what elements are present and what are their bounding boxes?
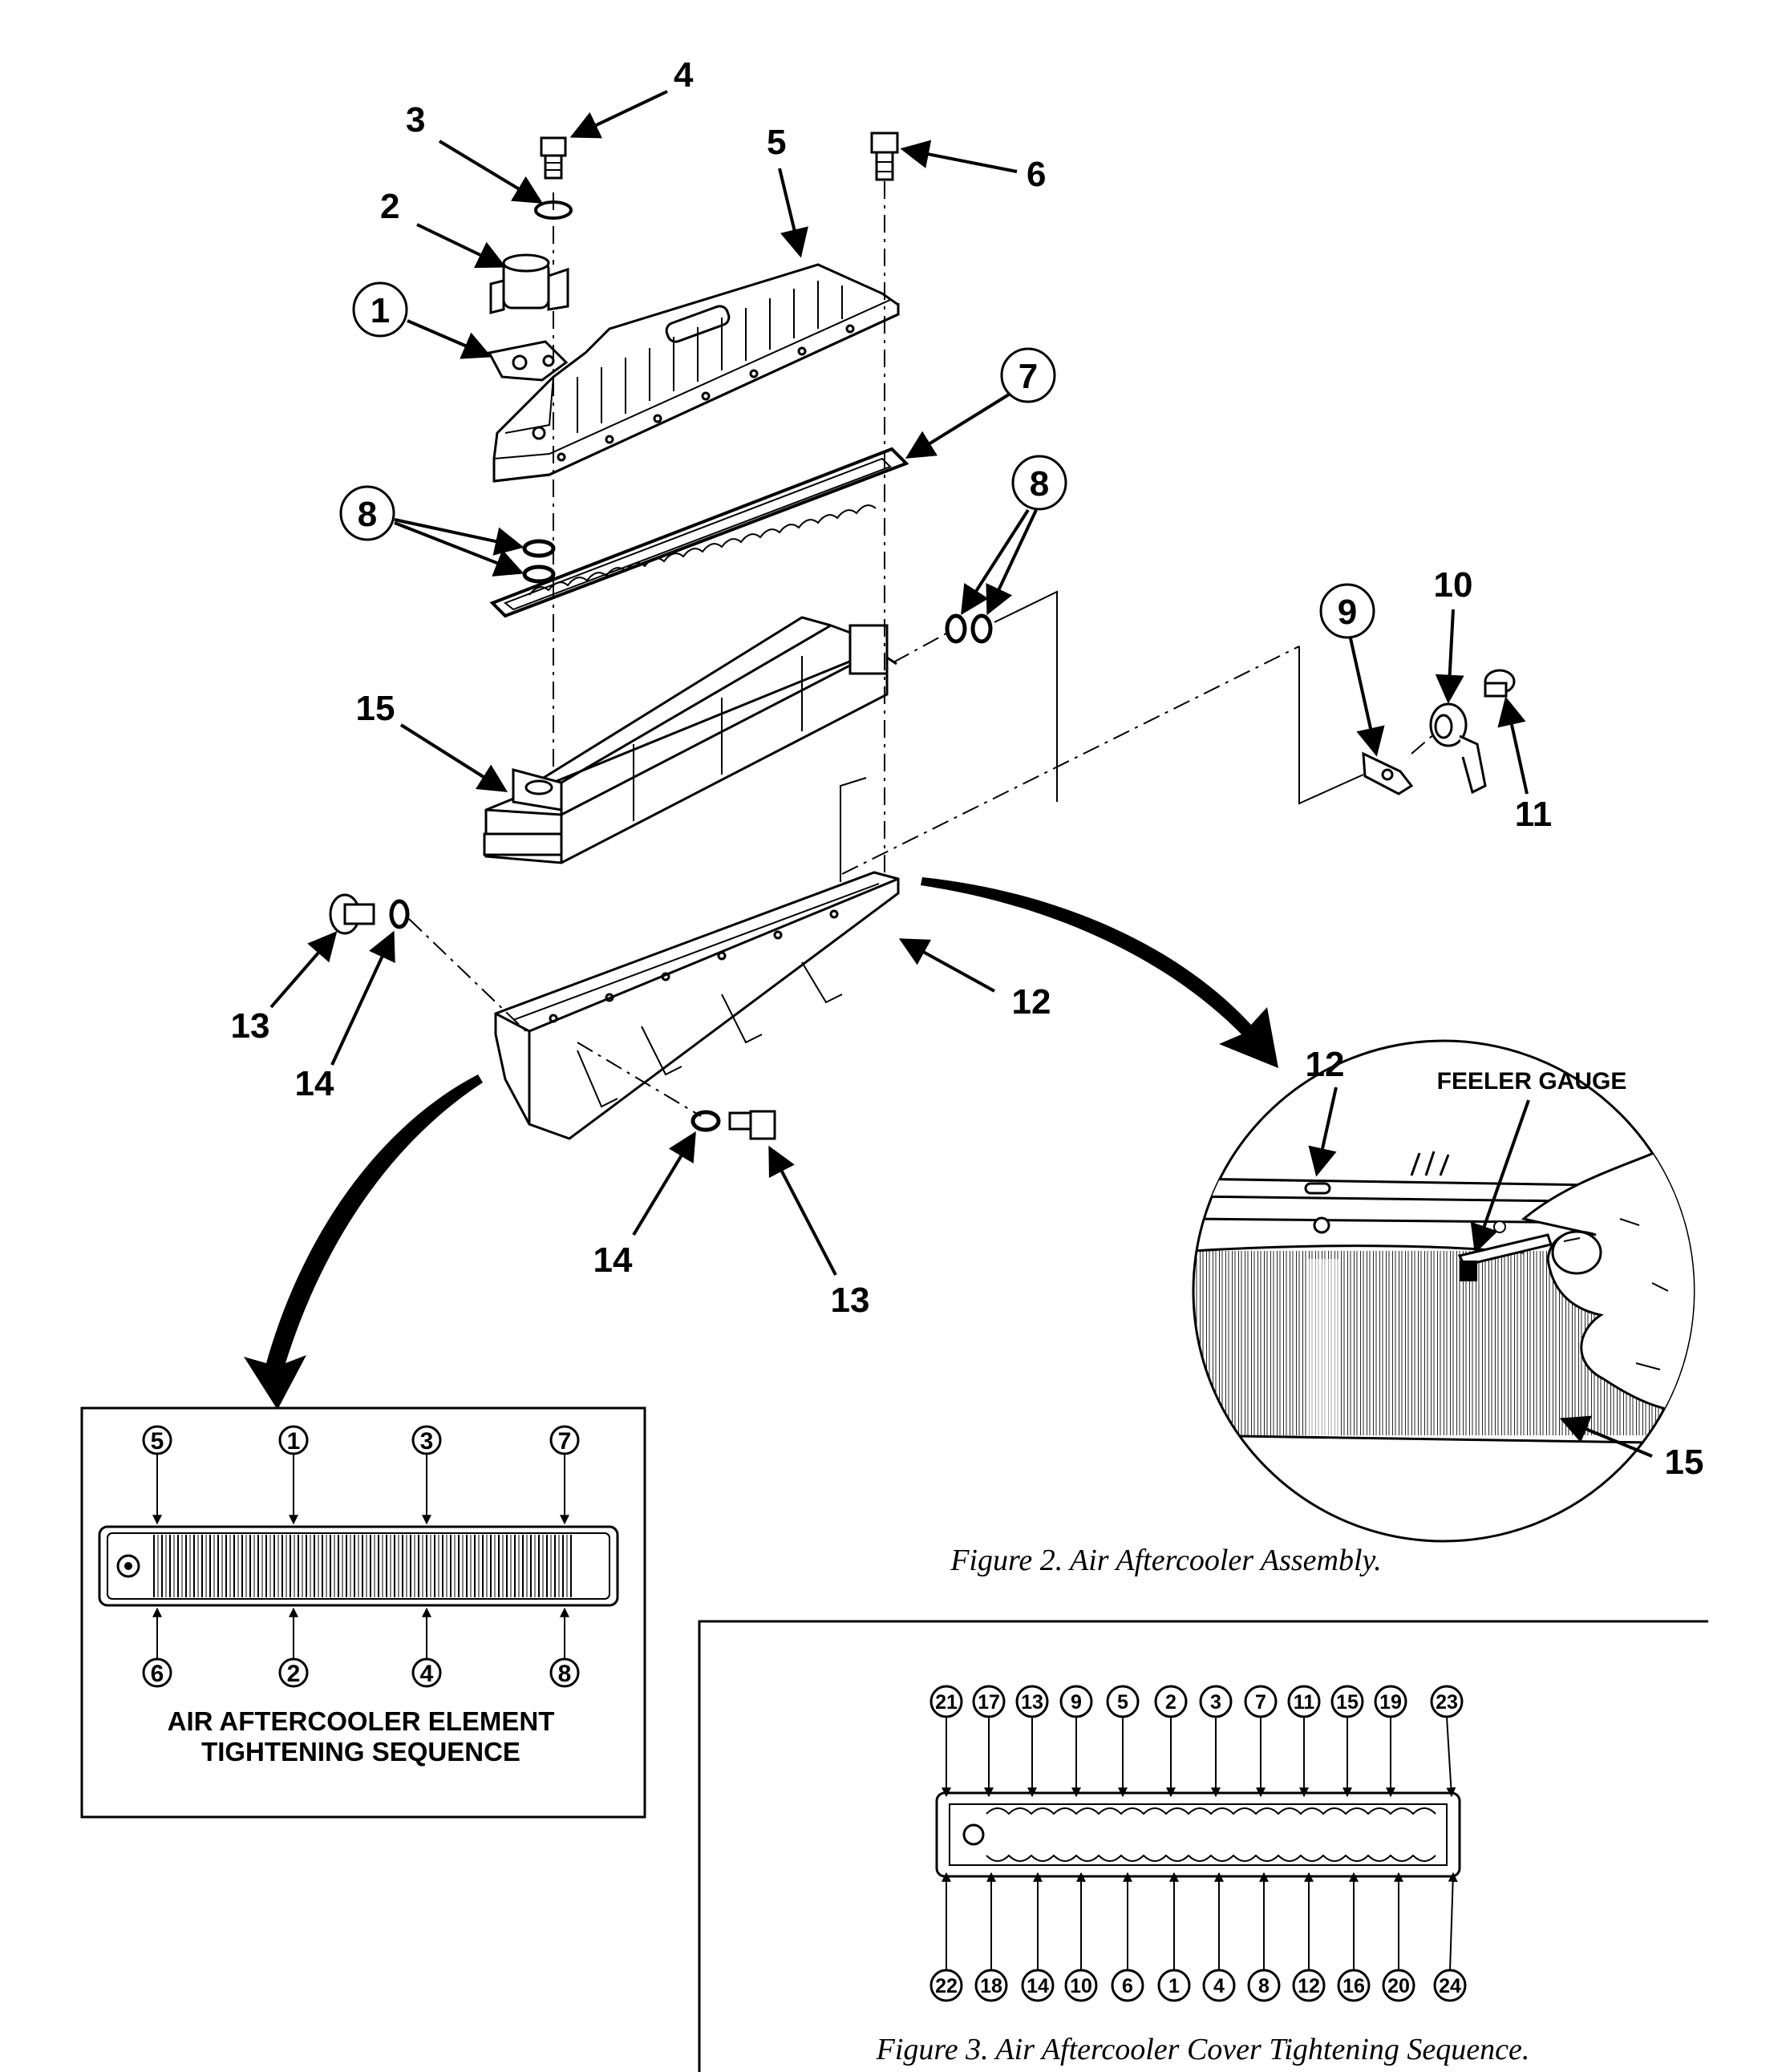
bolt-part-13-bottom bbox=[728, 1110, 776, 1140]
seal-part-8-right-a bbox=[945, 613, 967, 644]
callouts: 4 3 5 6 2 1 7 8 8 9 10 bbox=[231, 55, 1553, 1320]
callout-4: 4 bbox=[674, 55, 694, 95]
cover-sequence-bottom: 22 18 14 10 6 1 4 8 12 bbox=[929, 1872, 1467, 2002]
callout-3: 3 bbox=[406, 100, 425, 140]
seal-part-8-right-b bbox=[970, 613, 993, 644]
callout-11: 11 bbox=[1515, 795, 1553, 834]
element-part-15 bbox=[483, 616, 897, 864]
cover-seq-bottom-8: 8 bbox=[1258, 1975, 1270, 1997]
cover-seq-bottom-7: 4 bbox=[1213, 1975, 1225, 1997]
cover-seq-top-12: 23 bbox=[1436, 1691, 1458, 1714]
cover-part-5 bbox=[492, 263, 900, 483]
callout-2: 2 bbox=[380, 187, 399, 226]
callout-8-left: 8 bbox=[358, 495, 377, 534]
gasket-part-7 bbox=[489, 447, 909, 618]
callout-5: 5 bbox=[767, 123, 786, 162]
seal-part-8-upper bbox=[522, 539, 556, 558]
curved-arrow-right bbox=[921, 877, 1278, 1068]
cover-seq-top-2: 17 bbox=[978, 1691, 1000, 1714]
cover-seq-bottom-2: 18 bbox=[980, 1975, 1002, 1997]
element-seq-bottom-3: 4 bbox=[420, 1661, 434, 1687]
detail-label-15: 15 bbox=[1665, 1443, 1704, 1482]
cover-seq-top-7: 3 bbox=[1210, 1691, 1221, 1714]
feeler-gauge-label: FEELER GAUGE bbox=[1437, 1068, 1627, 1095]
callout-8-right: 8 bbox=[1030, 464, 1049, 504]
cover-seq-bottom-10: 16 bbox=[1342, 1975, 1365, 1997]
cover-seq-top-9: 11 bbox=[1294, 1691, 1315, 1714]
leader-part-9 bbox=[1298, 646, 1364, 805]
cover-seq-top-3: 13 bbox=[1021, 1691, 1043, 1714]
cover-seq-top-6: 2 bbox=[1165, 1691, 1176, 1714]
cover-seq-bottom-3: 14 bbox=[1027, 1975, 1049, 1997]
cover-seq-bottom-9: 12 bbox=[1298, 1975, 1320, 1997]
valve-part-10 bbox=[1429, 702, 1487, 795]
cover-seq-bottom-12: 24 bbox=[1439, 1975, 1461, 1997]
element-sequence-top: 5 1 3 7 bbox=[142, 1425, 580, 1525]
callout-12: 12 bbox=[1012, 982, 1051, 1022]
callout-15: 15 bbox=[356, 689, 395, 728]
element-sequence-box: 5 1 3 7 6 2 4 8 AIR AFTERCOOL bbox=[80, 1406, 646, 1819]
leader-housing bbox=[840, 777, 867, 882]
cover-seq-bottom-6: 1 bbox=[1168, 1975, 1180, 1997]
cover-seq-top-11: 19 bbox=[1379, 1691, 1402, 1714]
feeler-gauge-detail: 12 FEELER GAUGE 15 bbox=[1192, 1039, 1704, 1543]
gasket-part-1 bbox=[487, 340, 569, 382]
callout-7: 7 bbox=[1019, 357, 1038, 396]
exploded-assembly bbox=[244, 132, 1516, 1410]
cover-sequence-top: 21 17 13 9 5 2 3 7 11 bbox=[929, 1685, 1464, 1798]
callout-14-left: 14 bbox=[295, 1064, 334, 1103]
curved-arrow-left bbox=[244, 1074, 483, 1410]
cover-seq-top-8: 7 bbox=[1255, 1691, 1266, 1714]
gasket-part-9 bbox=[1362, 751, 1414, 795]
element-seq-bottom-4: 8 bbox=[558, 1661, 572, 1687]
figure-2-caption: Figure 2. Air Aftercooler Assembly. bbox=[950, 1544, 1382, 1577]
cover-seq-top-1: 21 bbox=[935, 1691, 958, 1714]
plug-part-11 bbox=[1484, 669, 1516, 698]
seal-part-8-lower bbox=[522, 565, 556, 584]
callout-14-bottom: 14 bbox=[593, 1240, 633, 1280]
washer-part-14-bottom bbox=[690, 1110, 721, 1132]
callout-6: 6 bbox=[1027, 155, 1046, 194]
cover-seq-bottom-1: 22 bbox=[935, 1975, 958, 1997]
cover-seq-top-5: 5 bbox=[1117, 1691, 1128, 1714]
element-sequence-title-line1: AIR AFTERCOOLER ELEMENT bbox=[168, 1706, 555, 1736]
element-seq-top-1: 5 bbox=[151, 1428, 164, 1455]
element-seq-top-2: 1 bbox=[287, 1428, 301, 1455]
centerlines bbox=[408, 181, 1436, 1117]
figure-3-caption: Figure 3. Air Aftercooler Cover Tighteni… bbox=[876, 2033, 1530, 2066]
callout-13-left: 13 bbox=[231, 1006, 270, 1046]
housing-part-12 bbox=[494, 871, 900, 1140]
fitting-part-2 bbox=[489, 253, 569, 314]
washer-part-14-left bbox=[389, 899, 410, 929]
cover-seq-bottom-4: 10 bbox=[1070, 1975, 1092, 1997]
bolt-part-4 bbox=[540, 136, 567, 180]
element-seq-top-4: 7 bbox=[558, 1428, 572, 1455]
cover-seq-bottom-11: 20 bbox=[1387, 1975, 1410, 1997]
cover-sequence-panel: 21 17 13 9 5 2 3 7 11 bbox=[698, 1620, 1708, 2072]
bolt-part-6 bbox=[870, 132, 899, 181]
element-sequence-bottom: 6 2 4 8 bbox=[142, 1607, 580, 1688]
callout-10: 10 bbox=[1434, 565, 1473, 605]
callout-9: 9 bbox=[1338, 593, 1357, 632]
element-seq-bottom-1: 6 bbox=[151, 1661, 164, 1687]
cover-seq-top-10: 15 bbox=[1336, 1691, 1359, 1714]
bolt-part-13-left bbox=[329, 893, 375, 935]
detail-label-12: 12 bbox=[1306, 1045, 1345, 1084]
callout-1: 1 bbox=[371, 291, 390, 330]
cover-seq-top-4: 9 bbox=[1071, 1691, 1082, 1714]
leader-seal-8 bbox=[994, 590, 1058, 802]
cover-seq-bottom-5: 6 bbox=[1122, 1975, 1133, 1997]
element-seq-top-3: 3 bbox=[420, 1428, 434, 1455]
element-seq-bottom-2: 2 bbox=[287, 1661, 301, 1687]
element-sequence-title-line2: TIGHTENING SEQUENCE bbox=[201, 1737, 520, 1766]
callout-13-bottom: 13 bbox=[831, 1281, 870, 1320]
